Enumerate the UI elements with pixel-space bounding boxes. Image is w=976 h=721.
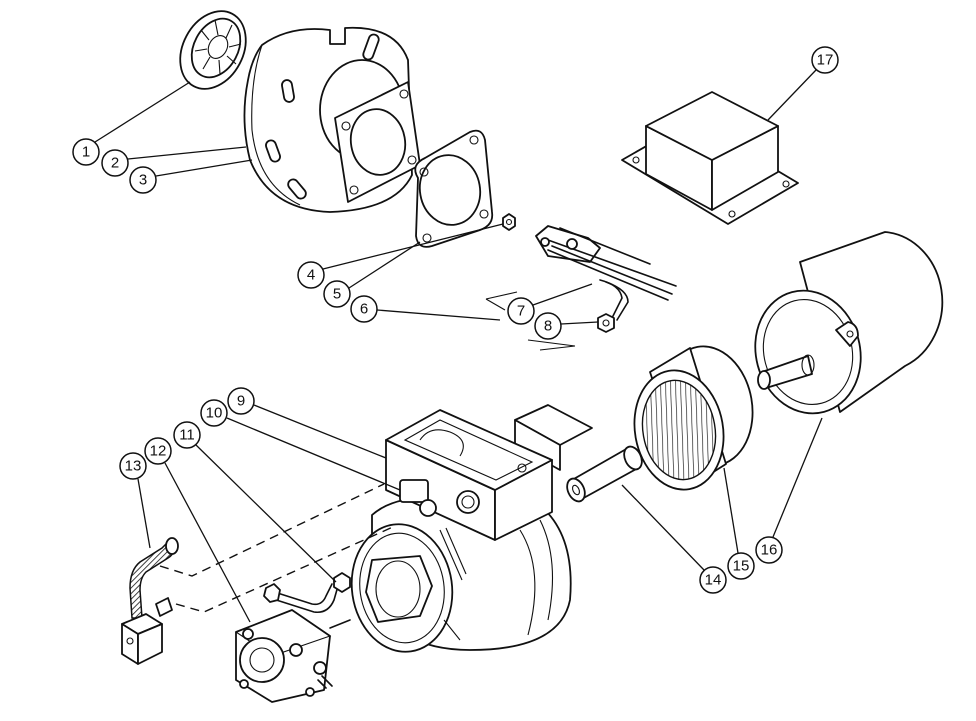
alignment-dashed-lines: [159, 483, 396, 613]
callout-label: 12: [150, 443, 167, 460]
callout-8: 8: [534, 312, 599, 340]
callout-11: 11: [173, 421, 337, 583]
callout-label: 4: [307, 267, 315, 284]
ignition-transformer-part: [621, 91, 799, 225]
callout-3: 3: [129, 159, 253, 194]
callout-7: 7: [507, 283, 593, 325]
callout-label: 16: [761, 542, 778, 559]
callout-4: 4: [297, 223, 504, 289]
callout-label: 7: [517, 303, 525, 320]
callout-16: 16: [755, 417, 823, 564]
callout-label: 2: [111, 155, 119, 172]
burner-flange-part: [243, 26, 421, 213]
callout-6: 6: [350, 295, 501, 323]
gasket-part: [414, 129, 494, 248]
callout-label: 13: [125, 458, 142, 475]
callout-5: 5: [323, 241, 421, 308]
callout-2: 2: [101, 146, 247, 177]
electrode-assembly-part: [485, 225, 677, 351]
callout-13: 13: [119, 452, 151, 549]
callout-10: 10: [200, 399, 401, 491]
callout-label: 10: [206, 405, 223, 422]
callout-14: 14: [621, 484, 727, 594]
callout-label: 1: [82, 144, 90, 161]
nozzle-ring-part: [179, 10, 247, 90]
callout-12: 12: [144, 437, 251, 623]
callout-label: 17: [817, 52, 834, 69]
motor-part: [754, 231, 944, 415]
burner-housing-part: [350, 404, 593, 653]
callout-15: 15: [723, 467, 755, 580]
callout-1: 1: [72, 81, 191, 166]
callout-label: 11: [179, 427, 195, 444]
callout-label: 8: [544, 318, 552, 335]
fuel-pump-part: [234, 609, 333, 703]
callout-label: 15: [733, 558, 750, 575]
callout-label: 3: [139, 172, 147, 189]
callout-17: 17: [767, 46, 839, 121]
small-nut-part: [502, 213, 516, 231]
solenoid-valve-part: [121, 537, 179, 665]
callout-label: 5: [333, 286, 341, 303]
callout-label: 14: [705, 572, 722, 589]
callout-label: 6: [360, 301, 368, 318]
callout-9: 9: [227, 387, 387, 459]
callout-label: 9: [237, 393, 245, 410]
coupling-part: [566, 445, 643, 503]
fan-wheel-part: [633, 345, 754, 491]
fuel-tube-part: [263, 572, 351, 629]
